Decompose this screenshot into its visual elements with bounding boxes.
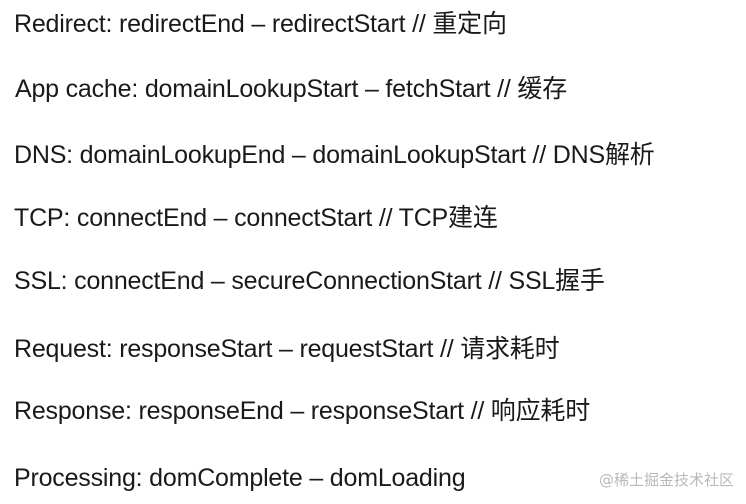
timing-line-dns: DNS: domainLookupEnd – domainLookupStart… <box>14 141 655 169</box>
watermark: @稀土掘金技术社区 <box>598 471 734 489</box>
timing-line-ssl: SSL: connectEnd – secureConnectionStart … <box>14 267 605 295</box>
timing-line-response: Response: responseEnd – responseStart //… <box>14 397 591 425</box>
timing-line-request: Request: responseStart – requestStart //… <box>14 335 560 363</box>
timing-line-tcp: TCP: connectEnd – connectStart // TCP建连 <box>14 204 498 232</box>
timing-line-processing: Processing: domComplete – domLoading <box>14 464 466 492</box>
timing-line-app-cache: App cache: domainLookupStart – fetchStar… <box>15 75 568 103</box>
timing-line-redirect: Redirect: redirectEnd – redirectStart //… <box>14 10 507 38</box>
